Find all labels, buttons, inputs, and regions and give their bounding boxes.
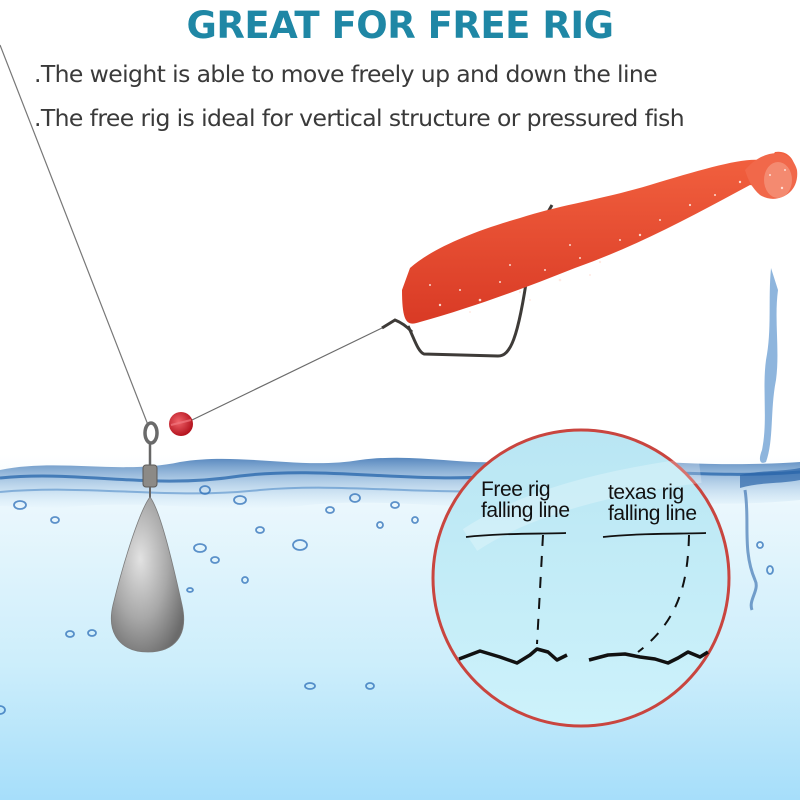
feature-bullet-1: .The weight is able to move freely up an… [34,60,658,88]
feature-bullet-2: .The free rig is ideal for vertical stru… [34,104,685,132]
texas-rig-diagram [588,532,709,665]
texas-rig-label: texas rig falling line [608,482,697,524]
page-title: GREAT FOR FREE RIG [186,4,614,47]
teardrop-weight [111,496,184,653]
water-splash [759,268,778,463]
comparison-inset-circle [431,428,731,728]
fishing-line-leader [191,327,383,421]
swivel-eye [143,421,159,445]
bead [169,412,193,436]
fishing-line-main [0,44,149,426]
free-rig-label-line1: Free rig [481,478,551,501]
free-rig-label: Free rig falling line [481,479,570,521]
soft-plastic-lure [402,151,796,324]
swivel-barrel [142,464,158,488]
texas-rig-label-line1: texas rig [608,481,684,504]
texas-rig-label-line2: falling line [608,502,697,525]
free-rig-label-line2: falling line [481,499,570,522]
free-rig-diagram [458,532,568,665]
